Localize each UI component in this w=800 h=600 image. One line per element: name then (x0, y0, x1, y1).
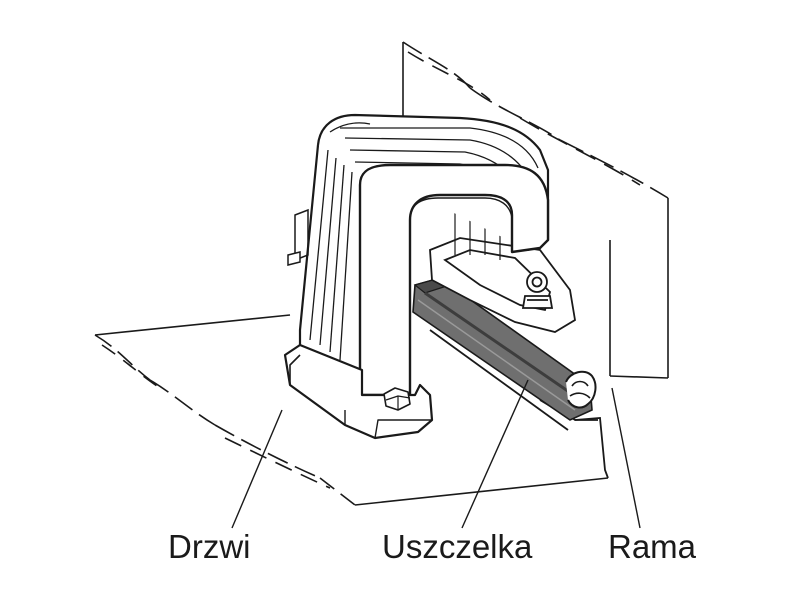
door-panel (94, 314, 609, 506)
leader-seal (461, 379, 529, 529)
seal-label: Uszczelka (382, 528, 533, 565)
foot-bolt (383, 387, 411, 411)
door-label: Drzwi (168, 528, 251, 565)
leader-frame (611, 387, 641, 529)
frame-label: Rama (608, 528, 697, 565)
frame-panel (402, 41, 669, 379)
hinge-mount-bracket (429, 205, 576, 333)
hinge-arch-body (283, 113, 550, 440)
leader-door (231, 409, 283, 529)
side-tab (287, 208, 309, 266)
leader-lines (231, 379, 641, 529)
